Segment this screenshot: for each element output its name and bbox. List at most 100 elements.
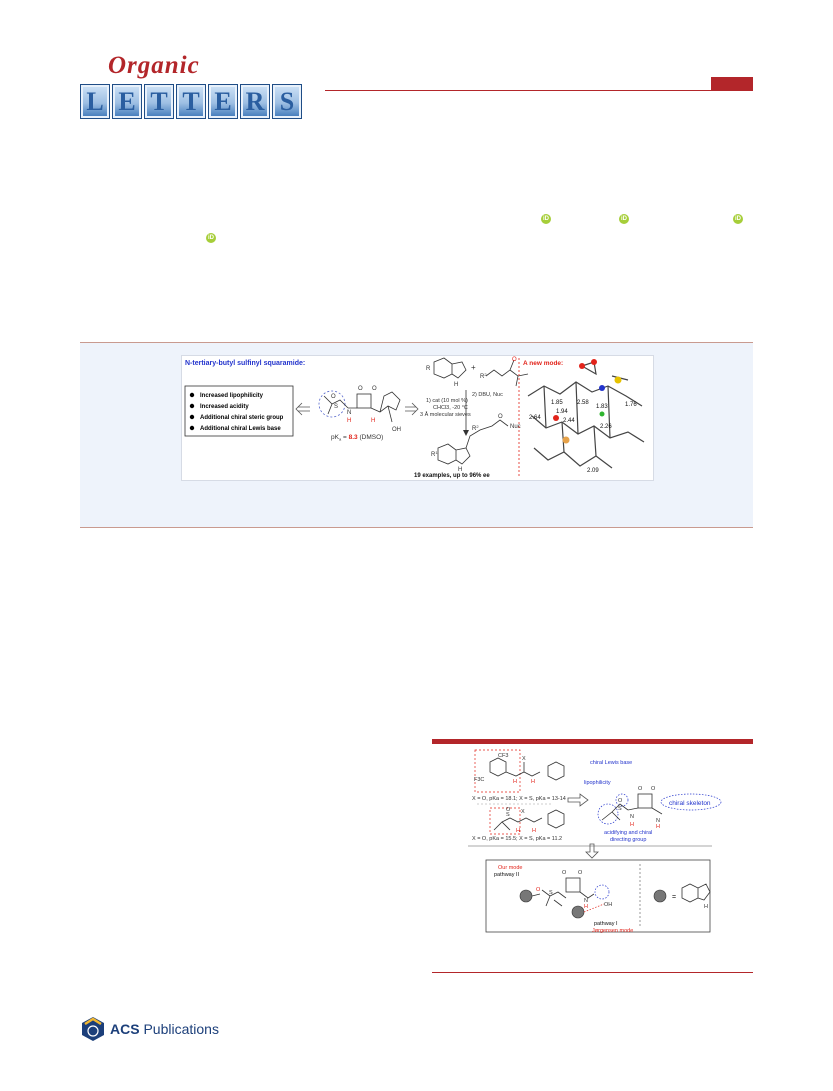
logo-letter: T bbox=[176, 84, 206, 119]
n-label: N bbox=[347, 410, 351, 416]
s-label: S bbox=[549, 890, 553, 896]
result-summary: 19 examples, up to 96% ee bbox=[414, 473, 490, 479]
atom-o bbox=[591, 359, 597, 365]
directing-label: directing group bbox=[610, 837, 646, 843]
figure-1-graphic: CF3 F3C X H H X = O, pKa = 18.1; X = S, … bbox=[432, 748, 753, 940]
condition-step2: 2) DBU, Nuc bbox=[472, 392, 503, 398]
nuc-label: Nuc bbox=[510, 424, 521, 430]
distance-label: 2.44 bbox=[563, 418, 575, 424]
legend-sphere bbox=[653, 889, 667, 903]
logo-letter: E bbox=[112, 84, 142, 119]
atom-n bbox=[599, 385, 605, 391]
acs-publications-text: ACS Publications bbox=[110, 1021, 219, 1037]
reaction-arrowhead-icon bbox=[463, 430, 469, 436]
h-label: H bbox=[656, 824, 660, 830]
plus-sign: + bbox=[471, 363, 476, 372]
toc-graphic-svg: N-tertiary-butyl sulfinyl squaramide: In… bbox=[184, 357, 645, 479]
down-arrow-icon bbox=[585, 843, 599, 859]
implication-arrow-icon bbox=[405, 402, 419, 416]
new-mode-title: A new mode: bbox=[523, 360, 563, 367]
pka-label: pKa = 8.3 (DMSO) bbox=[331, 434, 383, 442]
product-h-label: H bbox=[458, 467, 462, 473]
indole-h-label: H bbox=[454, 382, 458, 388]
h-label: H bbox=[531, 779, 535, 785]
pathway1-label: pathway I bbox=[594, 921, 618, 927]
sulfinyl-s-label: S bbox=[334, 404, 338, 410]
x-label: X bbox=[521, 809, 525, 815]
hbond-dashes bbox=[583, 903, 605, 913]
journal-logo[interactable]: Organic L E T T E R S bbox=[80, 52, 325, 120]
oh-label: OH bbox=[604, 902, 612, 908]
nh-label: H bbox=[347, 418, 351, 424]
o-label: O bbox=[358, 386, 363, 392]
h-label: H bbox=[584, 904, 588, 910]
h-label: H bbox=[532, 828, 536, 834]
n-label: N bbox=[656, 818, 660, 824]
pka-line: X = O, pKa = 18.1; X = S, pKa = 13-14 bbox=[472, 796, 566, 802]
nucleophile-sphere bbox=[519, 889, 533, 903]
logo-letter: S bbox=[272, 84, 302, 119]
distance-label: 2.64 bbox=[529, 415, 541, 421]
open-arrow-icon bbox=[567, 793, 589, 807]
o-label: O bbox=[638, 786, 643, 792]
o-label: O bbox=[562, 870, 567, 876]
feature-item: Additional chiral steric group bbox=[200, 415, 284, 421]
equals-sign: = bbox=[672, 894, 676, 901]
distance-label: 1.94 bbox=[556, 409, 568, 415]
atom-o bbox=[579, 363, 585, 369]
mode-catalyst bbox=[531, 877, 595, 907]
condition-step1: 1) cat (10 mol %) bbox=[426, 398, 468, 404]
h-label: H bbox=[513, 779, 517, 785]
toc-title: N-tertiary-butyl sulfinyl squaramide: bbox=[185, 360, 305, 367]
acs-publications-logo[interactable]: ACS Publications bbox=[80, 1016, 219, 1042]
bullet-icon bbox=[189, 392, 195, 398]
journal-logo-script: Organic bbox=[108, 52, 200, 79]
jorgensen-label: Jørgensen mode bbox=[592, 928, 633, 934]
acs-hexagon-icon bbox=[82, 1017, 104, 1041]
bullet-icon bbox=[189, 403, 195, 409]
r1-label: R1 bbox=[431, 450, 438, 458]
feature-item: Increased acidity bbox=[200, 404, 249, 410]
left-arrow-icon bbox=[295, 402, 310, 416]
indole-icon bbox=[681, 883, 711, 903]
figure-top-rule bbox=[432, 739, 753, 744]
product-structure bbox=[437, 419, 509, 465]
transition-state-model bbox=[527, 361, 645, 469]
feature-item: Increased lipophilicity bbox=[200, 393, 264, 399]
aryl-ring bbox=[489, 757, 565, 781]
f3c-label: F3C bbox=[474, 777, 484, 783]
condition-step1b: CHCl3, -20 °C bbox=[433, 405, 468, 411]
aryl-highlight-box bbox=[474, 749, 521, 793]
logo-letter: R bbox=[240, 84, 270, 119]
pathway2-label: pathway II bbox=[494, 872, 520, 878]
indole-reactant bbox=[433, 357, 467, 379]
r-label: R bbox=[426, 366, 431, 372]
orcid-icon[interactable]: iD bbox=[541, 214, 551, 224]
atom-h bbox=[599, 411, 605, 417]
figure-bottom-rule bbox=[432, 972, 753, 973]
cf3-label: CF3 bbox=[498, 753, 508, 759]
atom-p bbox=[562, 436, 570, 444]
o-label: O bbox=[536, 887, 541, 893]
toc-graphic: N-tertiary-butyl sulfinyl squaramide: In… bbox=[181, 355, 654, 481]
logo-letter: E bbox=[208, 84, 238, 119]
o-label: O bbox=[651, 786, 656, 792]
o-label: O bbox=[506, 807, 511, 813]
chiral-lewis-base-label: chiral Lewis base bbox=[590, 760, 632, 766]
chiral-skeleton-label: chiral skeleton bbox=[669, 800, 711, 807]
o-label: O bbox=[578, 870, 583, 876]
orcid-icon[interactable]: iD bbox=[733, 214, 743, 224]
features-box bbox=[184, 385, 294, 437]
feature-item: Additional chiral Lewis base bbox=[200, 426, 281, 432]
product-o-label: O bbox=[498, 414, 503, 420]
x-label: X bbox=[522, 756, 526, 762]
acidifying-label: acidifying and chiral bbox=[604, 830, 652, 836]
orcid-icon[interactable]: iD bbox=[206, 233, 216, 243]
r2-label: R2 bbox=[480, 372, 487, 380]
distance-label: 2.09 bbox=[587, 468, 599, 474]
atom-s bbox=[614, 376, 622, 384]
condition-step1c: 3 Å molecular sieves bbox=[420, 411, 471, 418]
hydroxyl-circle bbox=[594, 884, 610, 900]
bullet-icon bbox=[189, 425, 195, 431]
orcid-icon[interactable]: iD bbox=[619, 214, 629, 224]
